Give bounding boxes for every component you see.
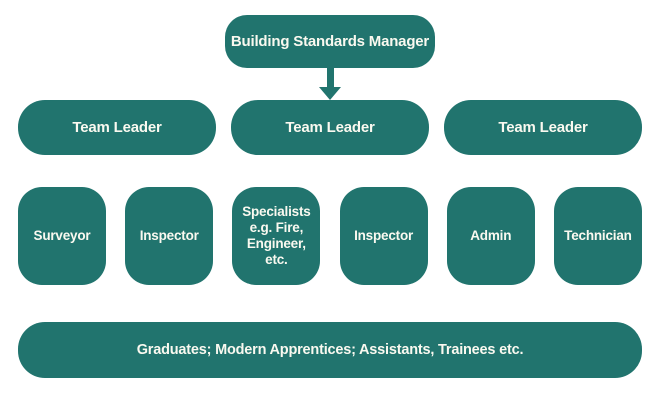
staff-label: Admin xyxy=(470,228,512,244)
staff-label: Surveyor xyxy=(33,228,91,244)
node-technician: Technician xyxy=(553,187,642,285)
team-leader-label: Team Leader xyxy=(285,119,375,136)
base-label: Graduates; Modern Apprentices; Assistant… xyxy=(136,342,524,358)
staff-row: Surveyor Inspector Specialists e.g. Fire… xyxy=(18,187,642,285)
staff-label: Technician xyxy=(564,228,632,244)
staff-label: Inspector xyxy=(139,228,199,244)
base-row: Graduates; Modern Apprentices; Assistant… xyxy=(18,322,642,378)
staff-label: Inspector xyxy=(354,228,414,244)
node-admin: Admin xyxy=(446,187,535,285)
node-team-leader-3: Team Leader xyxy=(444,100,642,155)
manager-row: Building Standards Manager xyxy=(18,15,642,68)
team-leader-label: Team Leader xyxy=(72,119,162,136)
team-leader-label: Team Leader xyxy=(498,119,588,136)
node-inspector-2: Inspector xyxy=(339,187,428,285)
node-surveyor: Surveyor xyxy=(18,187,106,285)
team-leader-row: Team Leader Team Leader Team Leader xyxy=(18,100,642,155)
connector-arrow xyxy=(18,68,642,100)
staff-label: Specialists e.g. Fire, Engineer, etc. xyxy=(242,204,311,267)
node-specialists: Specialists e.g. Fire, Engineer, etc. xyxy=(232,187,321,285)
node-team-leader-1: Team Leader xyxy=(18,100,216,155)
node-inspector-1: Inspector xyxy=(125,187,214,285)
node-graduates-apprentices: Graduates; Modern Apprentices; Assistant… xyxy=(18,322,642,378)
manager-label: Building Standards Manager xyxy=(230,33,430,50)
arrow-stem xyxy=(326,68,334,87)
arrow-down-icon xyxy=(319,87,341,100)
node-team-leader-2: Team Leader xyxy=(231,100,429,155)
node-building-standards-manager: Building Standards Manager xyxy=(225,15,435,68)
